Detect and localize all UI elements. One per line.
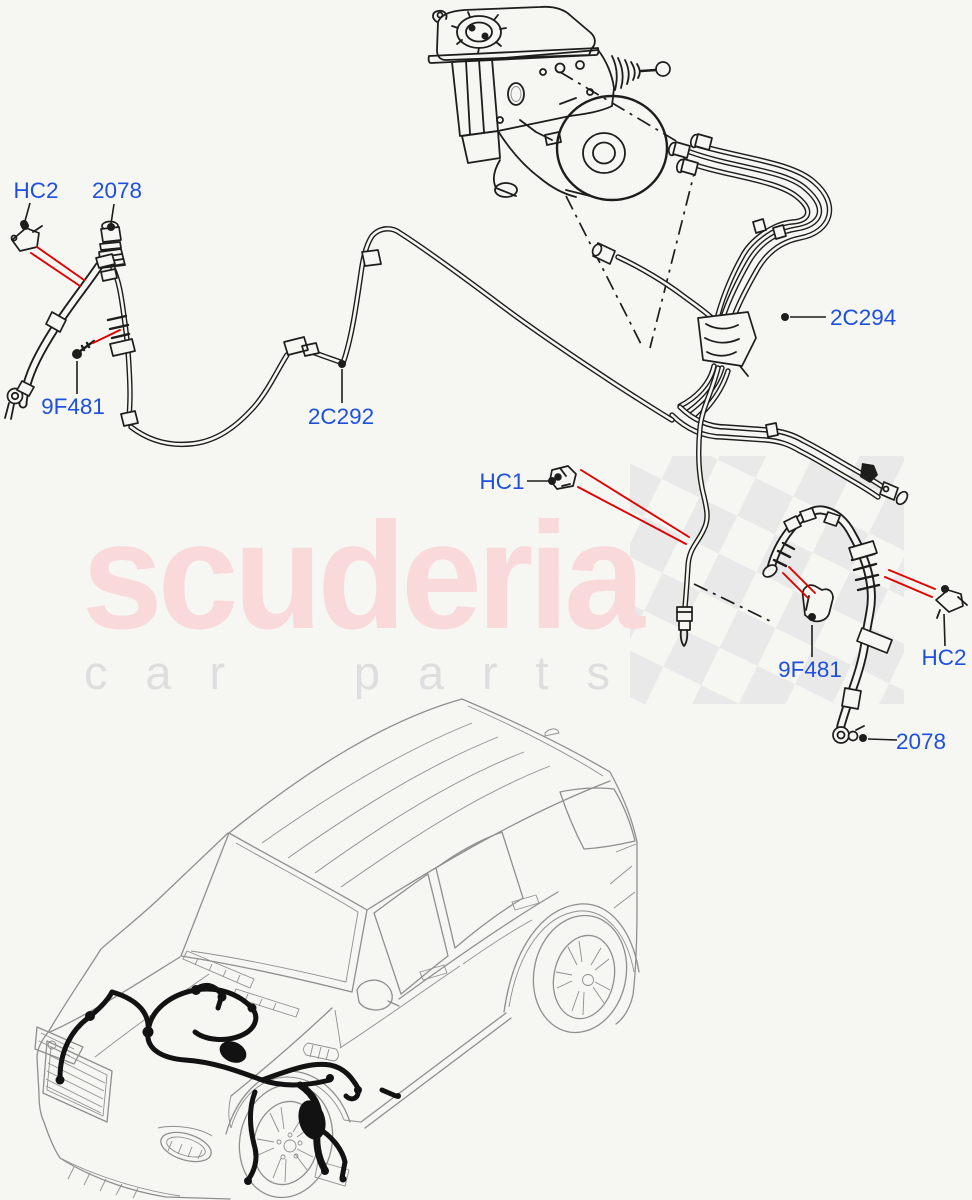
hc1-pipe-end-fitting <box>676 606 693 647</box>
reference-dash-lines <box>559 71 771 622</box>
brake-pipes-bundle-2c294 <box>591 133 909 647</box>
part-callouts: HC2 2078 9F481 2C292 2C294 HC1 9F481 HC2… <box>13 178 966 754</box>
callout-2078-top[interactable]: 2078 <box>92 178 142 203</box>
bolt-9f481-left <box>72 339 96 359</box>
pipe-zigzag-end-fittings <box>879 481 909 506</box>
red-pointer-lines <box>30 246 936 599</box>
watermark-text: scuderia car parts <box>82 491 651 699</box>
front-right-brake-hose-2078 <box>762 507 893 744</box>
callout-9f481-right[interactable]: 9F481 <box>778 657 842 682</box>
hose-collars <box>783 507 841 533</box>
clip-hc2-right <box>935 585 968 619</box>
front-left-brake-hose-2078 <box>4 220 139 427</box>
hose-clip-stack <box>95 253 118 282</box>
clip-hc1 <box>549 465 577 490</box>
rear-quarter <box>609 841 638 1025</box>
brake-booster-assembly <box>427 5 671 202</box>
hose-sleeve <box>841 687 862 710</box>
watermark-tagline: car parts <box>84 646 640 699</box>
hose-elbow-cap <box>762 564 778 578</box>
pipe-end-fittings <box>591 133 713 265</box>
pipe-clips <box>752 218 878 483</box>
engine-harness-highlight <box>55 982 401 1185</box>
hose-sleeve <box>45 311 67 333</box>
callout-2078-right[interactable]: 2078 <box>896 729 946 754</box>
pipe-bracket <box>697 311 757 377</box>
side-windows <box>373 787 636 995</box>
banjo-fitting <box>4 380 35 420</box>
roof <box>228 698 638 911</box>
pushrod <box>611 55 671 91</box>
fender-vent <box>303 1042 339 1062</box>
windshield <box>180 832 368 993</box>
callout-hc2-right[interactable]: HC2 <box>921 645 966 670</box>
watermark-brand: scuderia <box>82 491 646 661</box>
callout-2c292[interactable]: 2C292 <box>308 404 374 429</box>
rear-wheel <box>503 903 640 1034</box>
callout-hc1[interactable]: HC1 <box>479 469 524 494</box>
brake-pipe-2c292 <box>131 229 672 445</box>
wipers <box>182 950 300 1018</box>
grille <box>42 1040 113 1123</box>
banjo-fitting <box>832 725 865 744</box>
clip-9f481-right <box>801 584 834 623</box>
hose-bracket-tab <box>856 627 893 654</box>
door-handles <box>419 894 540 981</box>
callout-leaders <box>20 202 946 742</box>
clip-hc2-top-left <box>10 222 43 252</box>
pipe-clip <box>361 249 382 267</box>
mirror <box>356 979 400 1011</box>
callout-hc2-top-left[interactable]: HC2 <box>13 178 58 203</box>
fog-lamp <box>157 1125 213 1163</box>
callout-2c294[interactable]: 2C294 <box>830 305 896 330</box>
callout-9f481-left[interactable]: 9F481 <box>41 394 105 419</box>
vehicle-illustration <box>34 698 640 1200</box>
reservoir-cap <box>451 11 507 54</box>
ferrule <box>106 314 131 340</box>
pipe-union <box>283 336 320 357</box>
